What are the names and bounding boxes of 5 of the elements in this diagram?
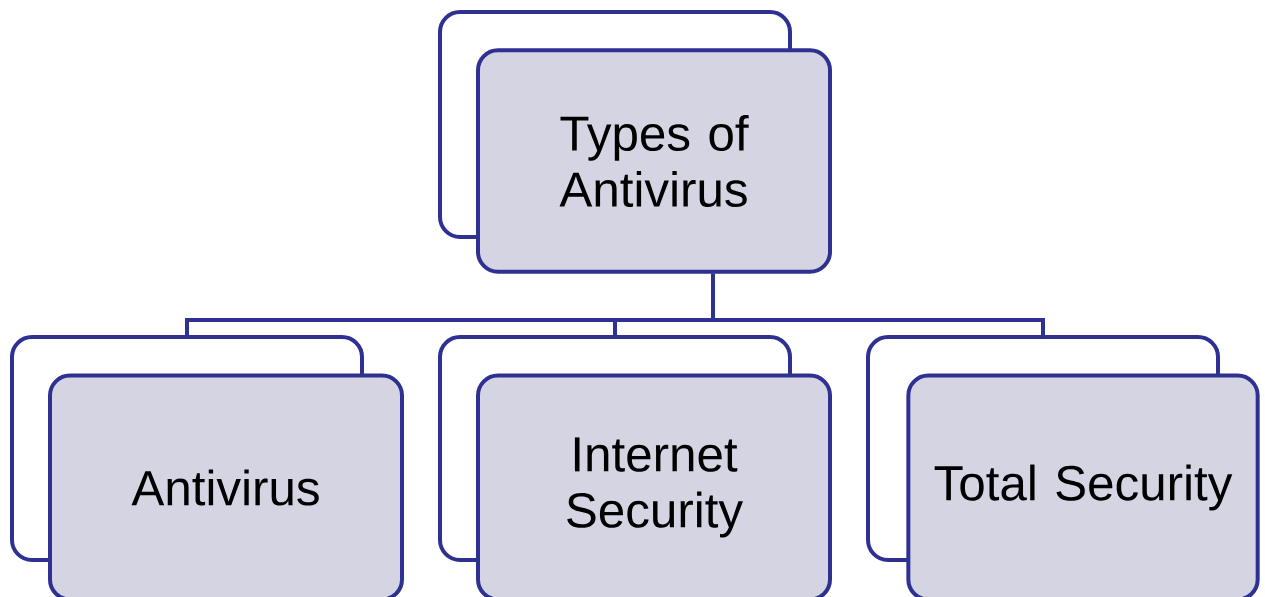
stacked-box: Total Security <box>866 335 1260 597</box>
stacked-box: Antivirus <box>10 335 404 597</box>
stacked-box: Internet Security <box>438 335 832 597</box>
stacked-box: Types of Antivirus <box>438 10 832 274</box>
connector-line <box>711 273 1045 337</box>
